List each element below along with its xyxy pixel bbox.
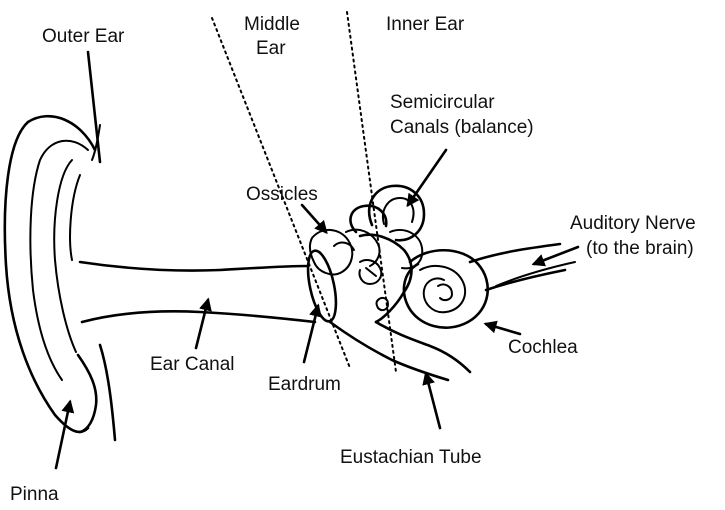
eustachian-tube-shape <box>330 322 470 380</box>
label-pinna: Pinna <box>10 484 59 505</box>
eardrum-pointer <box>304 306 318 362</box>
ear-canal-shape <box>80 262 315 322</box>
pinna-shape <box>5 116 115 440</box>
label-middle-ear-line1: Middle <box>244 14 300 35</box>
label-semicircular-line1: Semicircular <box>390 92 495 113</box>
label-outer-ear: Outer Ear <box>42 26 125 47</box>
vestibule-shape <box>360 235 412 322</box>
label-auditory-nerve-line1: Auditory Nerve <box>570 213 696 234</box>
cochlea-shape <box>404 250 488 327</box>
label-auditory-nerve-line2: (to the brain) <box>586 238 694 259</box>
label-eustachian-tube: Eustachian Tube <box>340 447 482 468</box>
label-middle-ear-line2: Ear <box>256 38 286 59</box>
label-cochlea: Cochlea <box>508 337 578 358</box>
auditory-nerve-pointer <box>534 247 578 264</box>
eustachian-pointer <box>426 374 440 428</box>
pinna-pointer <box>56 402 70 468</box>
label-semicircular-line2: Canals (balance) <box>390 117 534 138</box>
label-eardrum: Eardrum <box>268 374 341 395</box>
label-ossicles: Ossicles <box>246 184 318 205</box>
ossicles-pointer <box>302 205 326 232</box>
ossicles-shape <box>310 230 381 284</box>
auditory-nerve-shape <box>470 244 575 290</box>
eardrum-shape <box>303 248 341 323</box>
label-inner-ear: Inner Ear <box>386 14 465 35</box>
ear-canal-pointer <box>196 300 208 348</box>
cochlea-pointer <box>486 324 520 334</box>
middle-inner-divider <box>347 12 396 372</box>
semicircular-pointer <box>408 150 446 205</box>
label-ear-canal: Ear Canal <box>150 354 235 375</box>
